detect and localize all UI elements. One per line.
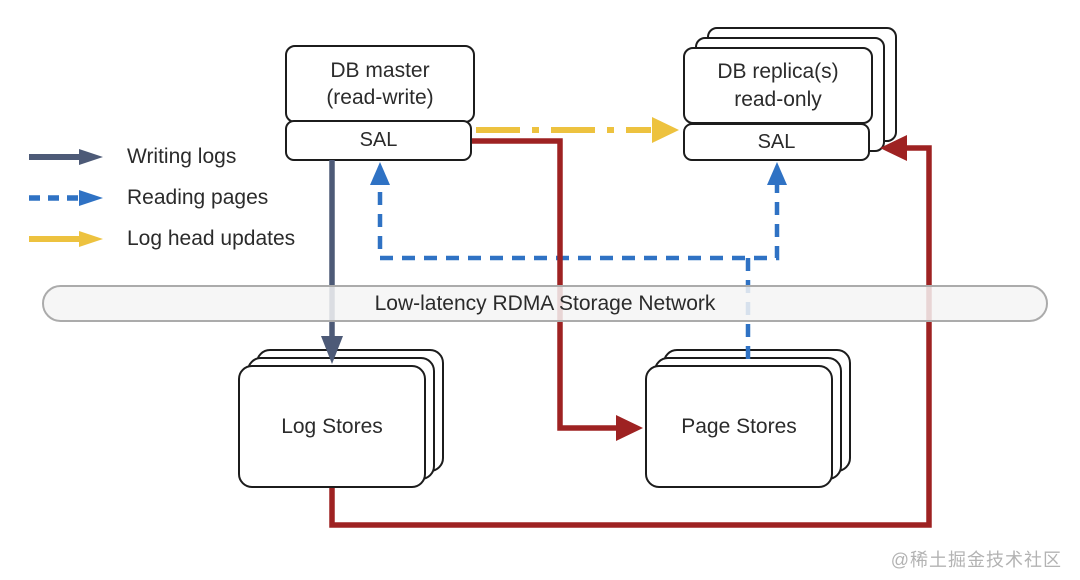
log-stores-label: Log Stores: [281, 414, 383, 438]
log-head-updates-legend-arrow-icon: [29, 231, 103, 247]
db-replica-sal-box: SAL: [683, 123, 870, 161]
page-stores-label: Page Stores: [681, 414, 797, 438]
writing-logs-legend-arrow-icon: [29, 149, 103, 165]
watermark: @稀土掘金技术社区: [890, 550, 1062, 570]
legend: Writing logs Reading pages Log head upda…: [27, 143, 295, 266]
legend-row-writing-logs: Writing logs: [27, 143, 295, 171]
db-master-node: DB master (read-write): [285, 45, 475, 123]
db-replica-sal-label: SAL: [757, 130, 796, 153]
legend-row-reading-pages: Reading pages: [27, 184, 295, 212]
rdma-network-label: Low-latency RDMA Storage Network: [374, 291, 716, 315]
db-master-label: DB master (read-write): [326, 58, 434, 109]
db-replica-label: DB replica(s) read-only: [717, 60, 839, 111]
db-replica-node: DB replica(s) read-only: [683, 47, 873, 124]
log-stores-node: Log Stores: [238, 365, 426, 488]
legend-label-log-head-updates: Log head updates: [127, 227, 296, 250]
legend-label-writing-logs: Writing logs: [127, 145, 237, 168]
db-master-sal-box: SAL: [285, 120, 472, 161]
legend-label-reading-pages: Reading pages: [127, 186, 269, 209]
page-stores-node: Page Stores: [645, 365, 833, 488]
rdma-network-bar: Low-latency RDMA Storage Network: [42, 285, 1048, 322]
db-master-sal-label: SAL: [359, 129, 398, 151]
legend-row-log-head-updates: Log head updates: [27, 225, 295, 253]
reading-pages-legend-arrow-icon: [29, 190, 103, 206]
